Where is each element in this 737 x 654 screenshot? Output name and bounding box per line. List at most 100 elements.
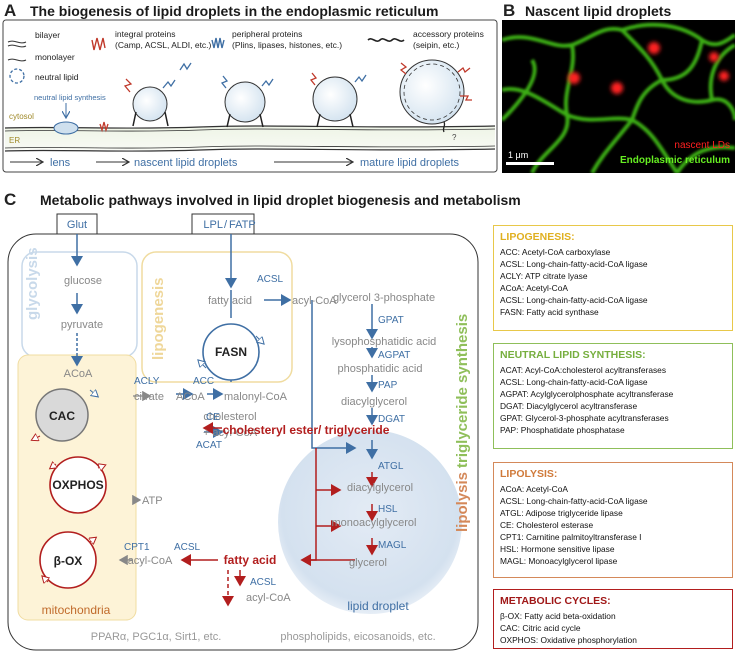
glossary-lipolysis: LIPOLYSIS: ACoA: Acetyl-CoA ACSL: Long-c… xyxy=(493,462,733,578)
fasn-label: FASN xyxy=(215,345,247,359)
question-mark: ? xyxy=(452,133,457,142)
glossary-row: ACC: Acetyl-CoA carboxylase xyxy=(500,247,611,257)
ce-tg-label: cholesteryl ester/ triglyceride xyxy=(223,423,390,437)
glossary-lipogenesis: LIPOGENESIS: ACC: Acetyl-CoA carboxylase… xyxy=(493,225,733,331)
box-cycle xyxy=(39,531,97,589)
legend-neutral-lipid-label: neutral lipid xyxy=(35,72,79,82)
acyl-coa-lip-label: acyl-CoA xyxy=(292,295,337,307)
cac-label: CAC xyxy=(49,409,75,423)
enzyme-dgat: DGAT xyxy=(378,414,405,425)
fasn-cycle xyxy=(202,323,260,381)
glossary-row: ACSL: Long-chain-fatty-acid-CoA ligase xyxy=(500,496,648,506)
ppar-label: PPARα, PGC1α, Sirt1, etc. xyxy=(91,631,222,643)
mag-label: monoacylglycerol xyxy=(332,517,417,529)
glossary-metabolic-cycles: METABOLIC CYCLES: β-OX: Fatty acid beta-… xyxy=(493,589,733,649)
enzyme-ce: CE xyxy=(206,412,220,423)
enzyme-cpt1: CPT1 xyxy=(124,542,150,553)
nascent-droplet-2 xyxy=(224,81,266,123)
legend-integral-examples: (Camp, ACSL, ALDI, etc.) xyxy=(115,40,212,50)
cholesterol-label: cholesterol xyxy=(203,411,256,423)
atp-label: ATP xyxy=(142,495,163,507)
legend-accessory-examples: (seipin, etc.) xyxy=(413,40,459,50)
er-label-b: Endoplasmic reticulum xyxy=(620,155,730,166)
enzyme-hsl: HSL xyxy=(378,504,398,515)
glossary-row: HSL: Hormone sensitive lipase xyxy=(500,544,615,554)
malonyl-coa-label: malonyl-CoA xyxy=(224,391,288,403)
acoa-cyto-label: ACoA xyxy=(176,391,205,403)
panel-b-letter: B xyxy=(503,1,516,20)
panel-a-title: The biogenesis of lipid droplets in the … xyxy=(30,3,439,19)
glossary-row: GPAT: Glycerol-3-phosphate acyltransfera… xyxy=(500,413,669,423)
glossary-lipogenesis-title: LIPOGENESIS: xyxy=(500,231,575,243)
glossary-row: CAC: Citric acid cycle xyxy=(500,623,581,633)
fatty-acid-lip-label: fatty acid xyxy=(208,295,252,307)
lipid-droplet-label: lipid droplet xyxy=(347,599,409,613)
glossary-row: ACSL: Long-chain-fatty-acid-CoA ligase xyxy=(500,295,648,305)
nascent-droplet-1 xyxy=(132,86,168,122)
legend-bilayer-label: bilayer xyxy=(35,30,60,40)
glossary-row: CE: Cholesterol esterase xyxy=(500,520,594,530)
glossary-row: PAP: Phosphatidate phosphatase xyxy=(500,425,625,435)
legend-peripheral-title: peripheral proteins xyxy=(232,29,302,39)
tg-synthesis-label: triglyceride synthesis xyxy=(454,314,471,468)
lipid-droplet-region xyxy=(278,430,462,614)
legend-monolayer-icon xyxy=(7,58,27,62)
legend-neutral-lipid-icon xyxy=(9,68,25,84)
phospholipids-label: phospholipids, eicosanoids, etc. xyxy=(280,631,435,643)
citrate-label: citrate xyxy=(134,391,164,403)
lpl-fatp-transporter xyxy=(191,213,255,235)
lpl-label: LPL xyxy=(203,219,223,231)
enzyme-agpat: AGPAT xyxy=(378,350,410,361)
dag-label: diacylglycerol xyxy=(341,396,407,408)
stage-nascent: nascent lipid droplets xyxy=(134,157,238,169)
cac-cycle xyxy=(35,388,89,442)
accessory-protein-icon xyxy=(367,38,405,42)
oxphos-cycle xyxy=(49,456,107,514)
panel-a-letter: A xyxy=(4,1,17,20)
panel-c-title: Metabolic pathways involved in lipid dro… xyxy=(40,192,521,208)
integral-protein-icon xyxy=(91,37,106,51)
glossary-row: MAGL: Monoacylglycerol lipase xyxy=(500,556,618,566)
enzyme-acly: ACLY xyxy=(134,376,160,387)
lipogenesis-label: lipogenesis xyxy=(150,277,167,360)
glossary-row: β-OX: Fatty acid beta-oxidation xyxy=(500,611,616,621)
er-lumen xyxy=(5,126,495,151)
fatty-acid-label: fatty acid xyxy=(224,553,277,567)
nascent-droplet-3 xyxy=(312,76,358,122)
scale-bar xyxy=(506,162,554,165)
er-label: ER xyxy=(9,136,20,145)
legend-bilayer-icon xyxy=(7,40,27,48)
enzyme-pap: PAP xyxy=(378,380,398,391)
transporter-slash: / xyxy=(224,219,228,231)
enzyme-acat: ACAT xyxy=(196,440,222,451)
glossary-row: ACSL: Long-chain-fatty-acid-CoA ligase xyxy=(500,377,648,387)
glossary-row: AGPAT: Acylglycerolphosphate acyltransfe… xyxy=(500,389,674,399)
legend-monolayer-label: monolayer xyxy=(35,52,75,62)
mature-droplet xyxy=(399,59,465,125)
acyl-coa-mito-label: acyl-CoA xyxy=(128,555,173,567)
enzyme-acsl-top: ACSL xyxy=(257,274,284,285)
lipolysis-label: lipolysis xyxy=(454,472,471,532)
enzyme-acc: ACC xyxy=(193,376,214,387)
pyruvate-label: pyruvate xyxy=(61,319,103,331)
dag2-label: diacylglycerol xyxy=(347,482,413,494)
metabolic-pathway-diagram: Glut LPL / FATP glycolysis lipogenesis t… xyxy=(7,213,479,651)
glossary-row: DGAT: Diacylglycerol acyltransferase xyxy=(500,401,638,411)
glossary-row: ACoA: Acetyl-CoA xyxy=(500,283,568,293)
neutral-lipid-synthesis-label: neutral lipid synthesis xyxy=(34,93,106,102)
glossary-neutral-lipid: NEUTRAL LIPID SYNTHESIS: ACAT: Acyl-CoA:… xyxy=(493,343,733,449)
glycerol-label: glycerol xyxy=(349,557,387,569)
glossary-row: ACAT: Acyl-CoA:cholesterol acyltransfera… xyxy=(500,365,667,375)
micrograph-background xyxy=(502,20,735,173)
enzyme-gpat: GPAT xyxy=(378,315,404,326)
nascent-lds-spots xyxy=(568,42,729,94)
acoa-mito-label: ACoA xyxy=(64,368,93,380)
glucose-label: glucose xyxy=(64,275,102,287)
glossary-row: ACLY: ATP citrate lyase xyxy=(500,271,588,281)
glossary-row: ATGL: Adipose triglyceride lipase xyxy=(500,508,623,518)
peripheral-protein-icon xyxy=(211,37,225,49)
microscopy-image: 1 μm nascent LDs Endoplasmic reticulum xyxy=(502,20,735,173)
panel-b-title: Nascent lipid droplets xyxy=(525,3,672,19)
lens-droplet xyxy=(53,121,79,135)
lpa-label: lysophosphatidic acid xyxy=(332,336,437,348)
